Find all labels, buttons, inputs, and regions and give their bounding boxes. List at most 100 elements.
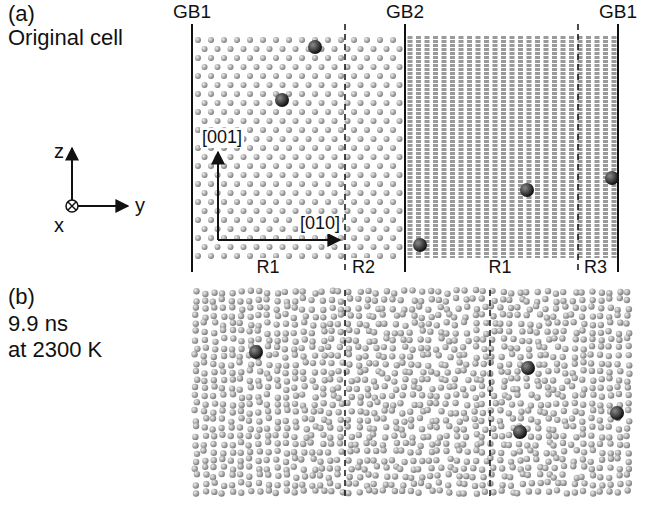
lattice-atom (221, 73, 227, 79)
lattice-atom (338, 37, 344, 43)
lattice-atom (351, 163, 357, 169)
annealed-atom (256, 480, 262, 486)
annealed-atom (212, 400, 218, 406)
annealed-atom (402, 376, 408, 382)
annealed-atom (211, 383, 217, 389)
atom-column (459, 36, 464, 258)
annealed-atom (451, 337, 457, 343)
annealed-atom (626, 362, 632, 368)
annealed-atom (325, 449, 331, 455)
annealed-atom (381, 458, 387, 464)
annealed-atom (579, 314, 585, 320)
lattice-atom (286, 253, 292, 259)
annealed-atom (417, 336, 423, 342)
lattice-atom (377, 73, 383, 79)
annealed-atom (211, 369, 217, 375)
lattice-atom (299, 199, 305, 205)
lattice-atom (332, 244, 338, 250)
annealed-atom (514, 490, 520, 496)
annealed-atom (419, 392, 425, 398)
annealed-atom (381, 354, 387, 360)
annealed-atom (308, 297, 314, 303)
annealed-atom (238, 369, 244, 375)
annealed-atom (334, 457, 340, 463)
annealed-atom (357, 474, 363, 480)
lattice-atom (377, 55, 383, 61)
lattice-atom (364, 127, 370, 133)
lattice-atom (364, 91, 370, 97)
lattice-atom (397, 64, 403, 70)
annealed-atom (508, 305, 514, 311)
annealed-atom (499, 465, 505, 471)
annealed-atom (384, 288, 390, 294)
annealed-atom (273, 321, 279, 327)
annealed-atom (392, 330, 398, 336)
annealed-atom (322, 352, 328, 358)
annealed-atom (210, 464, 216, 470)
lattice-atom (208, 91, 214, 97)
annealed-atom (419, 376, 425, 382)
annealed-atom (230, 320, 236, 326)
annealed-atom (221, 313, 227, 319)
annealed-atom (409, 347, 415, 353)
atom-column (544, 36, 549, 258)
annealed-atom (275, 395, 281, 401)
annealed-atom (193, 482, 199, 488)
grain-boundary-lines (192, 24, 618, 272)
annealed-atom (452, 376, 458, 382)
lattice-atom (247, 37, 253, 43)
annealed-atom (607, 385, 613, 391)
annealed-atom (425, 351, 431, 357)
annealed-atom (398, 330, 404, 336)
annealed-atom (335, 384, 341, 390)
annealed-atom (393, 386, 399, 392)
annealed-atom (599, 394, 605, 400)
annealed-atom (588, 441, 594, 447)
lattice-atom (358, 118, 364, 124)
annealed-atom (266, 352, 272, 358)
region-label: R1 (486, 258, 513, 278)
annealed-atom (337, 434, 343, 440)
annealed-atom (380, 393, 386, 399)
annealed-atom (310, 322, 316, 328)
annealed-atom (490, 465, 496, 471)
annealed-atom (426, 458, 432, 464)
lattice-atom (280, 226, 286, 232)
annealed-atom (245, 442, 251, 448)
annealed-atom (464, 330, 470, 336)
lattice-atom (267, 154, 273, 160)
annealed-atom (506, 410, 512, 416)
annealed-atom (402, 343, 408, 349)
annealed-atom (446, 338, 452, 344)
annealed-atom (580, 305, 586, 311)
annealed-atom (614, 455, 620, 461)
lattice-atom (377, 37, 383, 43)
annealed-atom (221, 346, 227, 352)
annealed-atom (545, 320, 551, 326)
lattice-atom (221, 91, 227, 97)
annealed-atom (425, 433, 431, 439)
lattice-atom (390, 91, 396, 97)
annealed-atom (355, 464, 361, 470)
atom-column (527, 36, 532, 258)
annealed-atom (364, 448, 370, 454)
lattice-atom (351, 235, 357, 241)
annealed-atom (499, 354, 505, 360)
lattice-atom (299, 145, 305, 151)
annealed-atom (524, 456, 530, 462)
annealed-atom (488, 353, 494, 359)
annealed-atom (363, 322, 369, 328)
annealed-atom (293, 408, 299, 414)
lattice-atom (358, 154, 364, 160)
lattice-atom (241, 64, 247, 70)
lattice-atom (254, 208, 260, 214)
annealed-atom (551, 465, 557, 471)
annealed-atom (194, 471, 200, 477)
annealed-atom (362, 353, 368, 359)
annealed-atom (606, 402, 612, 408)
annealed-atom (374, 399, 380, 405)
annealed-atom (463, 473, 469, 479)
annealed-atom (292, 369, 298, 375)
annealed-atom (275, 473, 281, 479)
annealed-atom (370, 313, 376, 319)
